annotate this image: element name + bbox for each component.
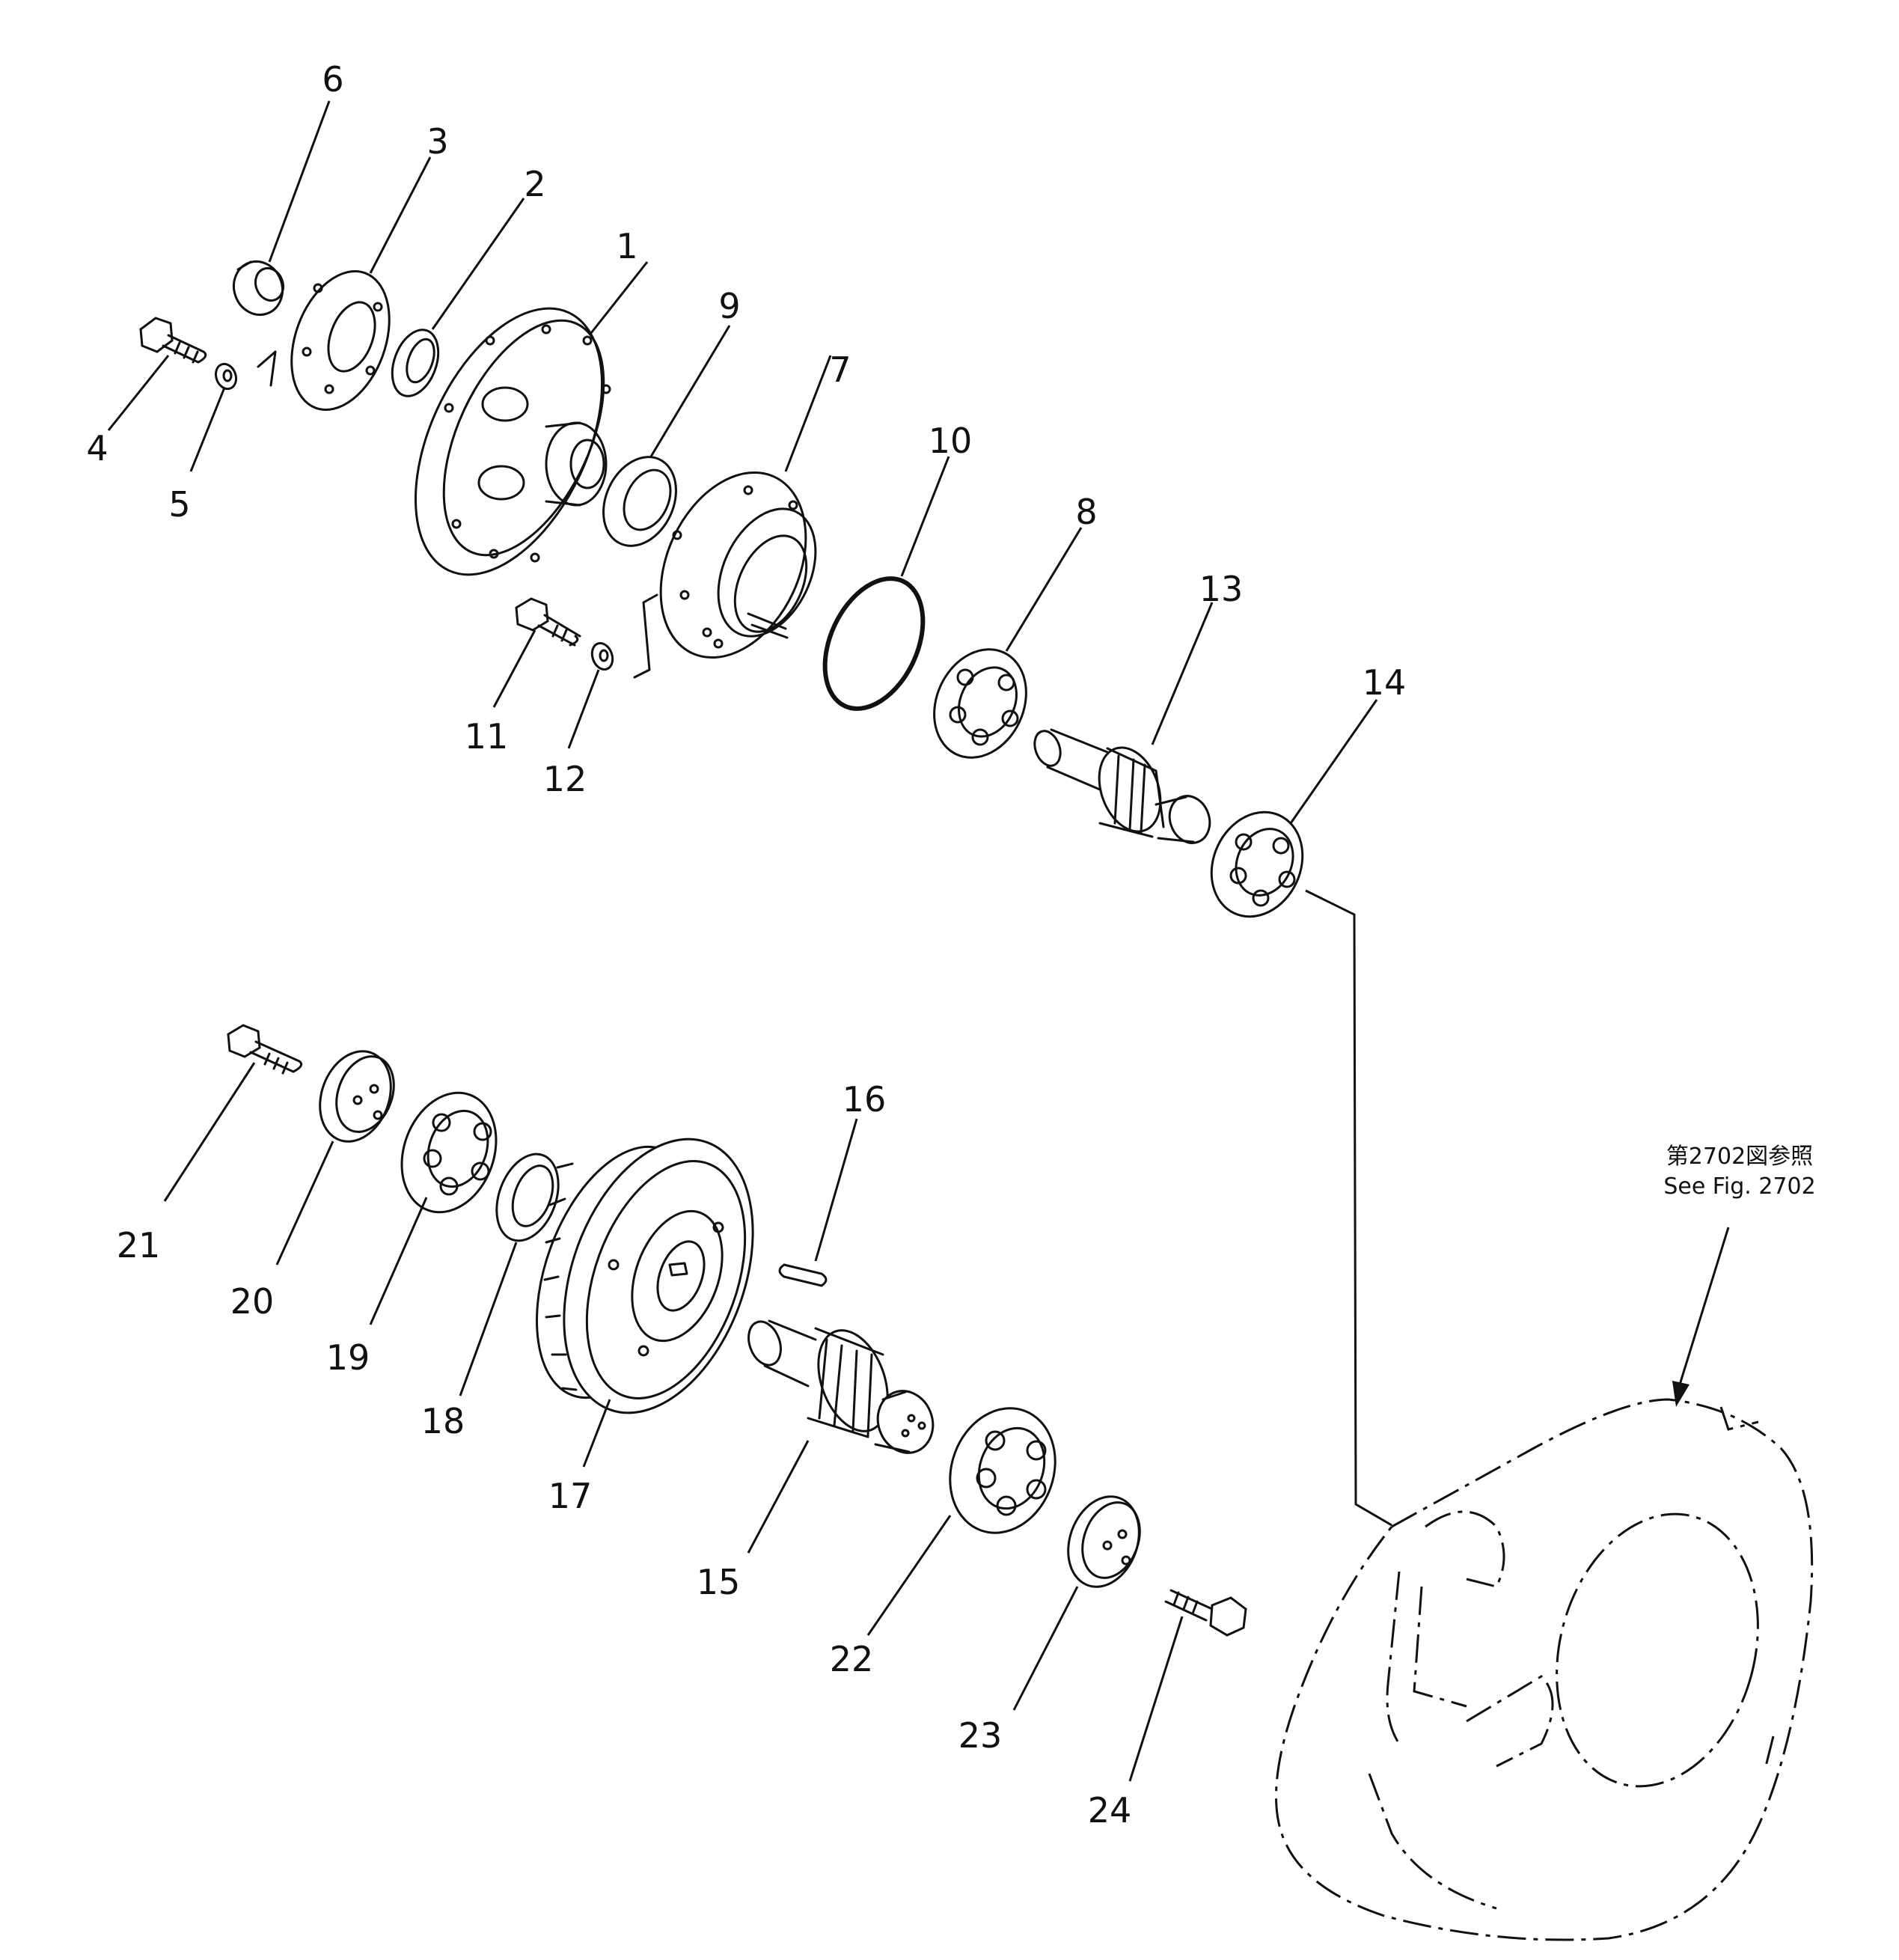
callout-14: 14	[1363, 662, 1407, 703]
cover-flange-icon	[414, 307, 611, 576]
callout-9: 9	[718, 286, 740, 326]
leader-lines	[107, 100, 1378, 1782]
plate-icon	[257, 269, 391, 412]
bolt-icon	[515, 597, 581, 647]
callout-24: 24	[1088, 1790, 1132, 1831]
seal-ring-icon	[602, 456, 677, 547]
callout-4: 4	[86, 428, 108, 468]
figure-reference-jp: 第2702図参照	[1666, 1144, 1813, 1170]
callout-7: 7	[829, 349, 851, 390]
callout-18: 18	[421, 1401, 465, 1441]
bolt-icon	[227, 1024, 303, 1075]
bolt-icon	[139, 317, 207, 364]
callout-6: 6	[322, 59, 343, 100]
ball-bearing-icon	[933, 648, 1027, 759]
spacer-ring-icon	[495, 1153, 560, 1242]
pinion-shaft-icon	[1033, 728, 1211, 844]
nut-icon	[233, 260, 285, 317]
reference-arrow-line	[1678, 1227, 1730, 1385]
callout-11: 11	[465, 716, 509, 757]
callout-20: 20	[230, 1281, 275, 1322]
callout-23: 23	[958, 1715, 1003, 1756]
bearing-cage-icon	[633, 471, 817, 679]
callout-labels: 1 2 3 4 5 6 7 8 9 10 11 12 13 14 15 16 1…	[86, 59, 1406, 1831]
gear-icon	[536, 1138, 754, 1414]
ball-bearing-icon	[1210, 810, 1304, 918]
callout-13: 13	[1199, 569, 1244, 609]
callout-12: 12	[543, 759, 587, 799]
washer-icon	[214, 362, 238, 391]
gear-shaft-icon	[747, 1319, 935, 1454]
end-plate-icon	[319, 1050, 395, 1143]
bolt-icon	[1164, 1589, 1247, 1637]
callout-8: 8	[1075, 492, 1097, 532]
o-ring-icon	[822, 576, 926, 711]
callout-21: 21	[117, 1225, 161, 1266]
end-plate-icon	[1067, 1495, 1141, 1588]
ball-bearing-icon	[949, 1407, 1056, 1534]
callout-3: 3	[426, 121, 448, 162]
oil-seal-icon	[391, 329, 440, 397]
figure-reference-note: 第2702図参照 See Fig. 2702	[1663, 1144, 1815, 1200]
callout-22: 22	[830, 1639, 874, 1679]
callout-19: 19	[326, 1337, 370, 1378]
figure-reference-en: See Fig. 2702	[1663, 1173, 1815, 1200]
callout-5: 5	[168, 484, 190, 525]
housing-icon	[1275, 1398, 1814, 1941]
reference-arrowhead-icon	[1672, 1381, 1689, 1407]
assembly-line	[1305, 889, 1392, 1527]
callout-2: 2	[524, 164, 545, 204]
washer-icon	[590, 642, 614, 671]
callout-10: 10	[929, 421, 973, 461]
callout-1: 1	[616, 226, 637, 266]
ball-bearing-icon	[400, 1091, 498, 1214]
callout-17: 17	[548, 1476, 593, 1516]
callout-15: 15	[697, 1562, 741, 1602]
callout-16: 16	[843, 1079, 887, 1120]
key-icon	[778, 1263, 828, 1287]
